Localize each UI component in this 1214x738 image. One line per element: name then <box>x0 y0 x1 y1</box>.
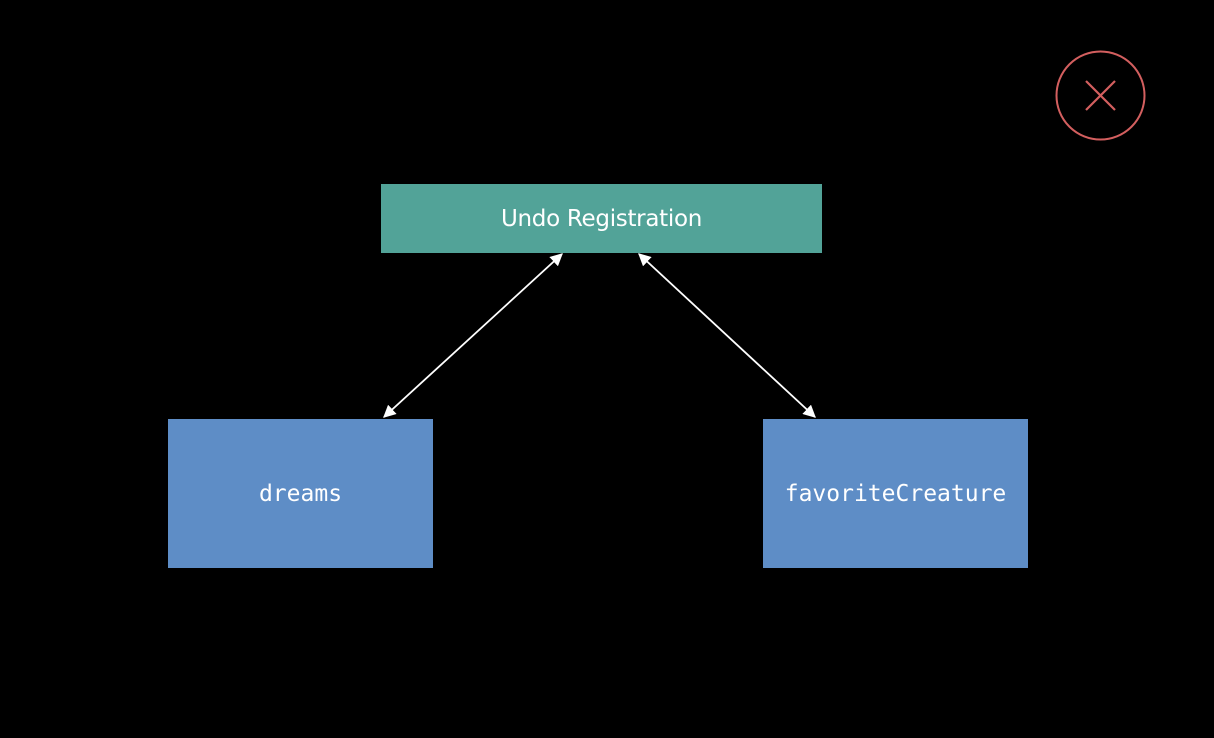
undo-registration-label: Undo Registration <box>501 205 702 232</box>
close-button[interactable] <box>1055 50 1146 141</box>
close-icon <box>1055 50 1146 141</box>
dreams-label: dreams <box>258 480 343 507</box>
undo-registration-node: Undo Registration <box>381 184 822 253</box>
dreams-node: dreams <box>168 419 433 568</box>
connector-undo-favoritecreature <box>638 253 816 418</box>
connector-undo-dreams <box>383 253 563 418</box>
favorite-creature-label: favoriteCreature <box>784 480 1007 507</box>
favorite-creature-node: favoriteCreature <box>763 419 1028 568</box>
